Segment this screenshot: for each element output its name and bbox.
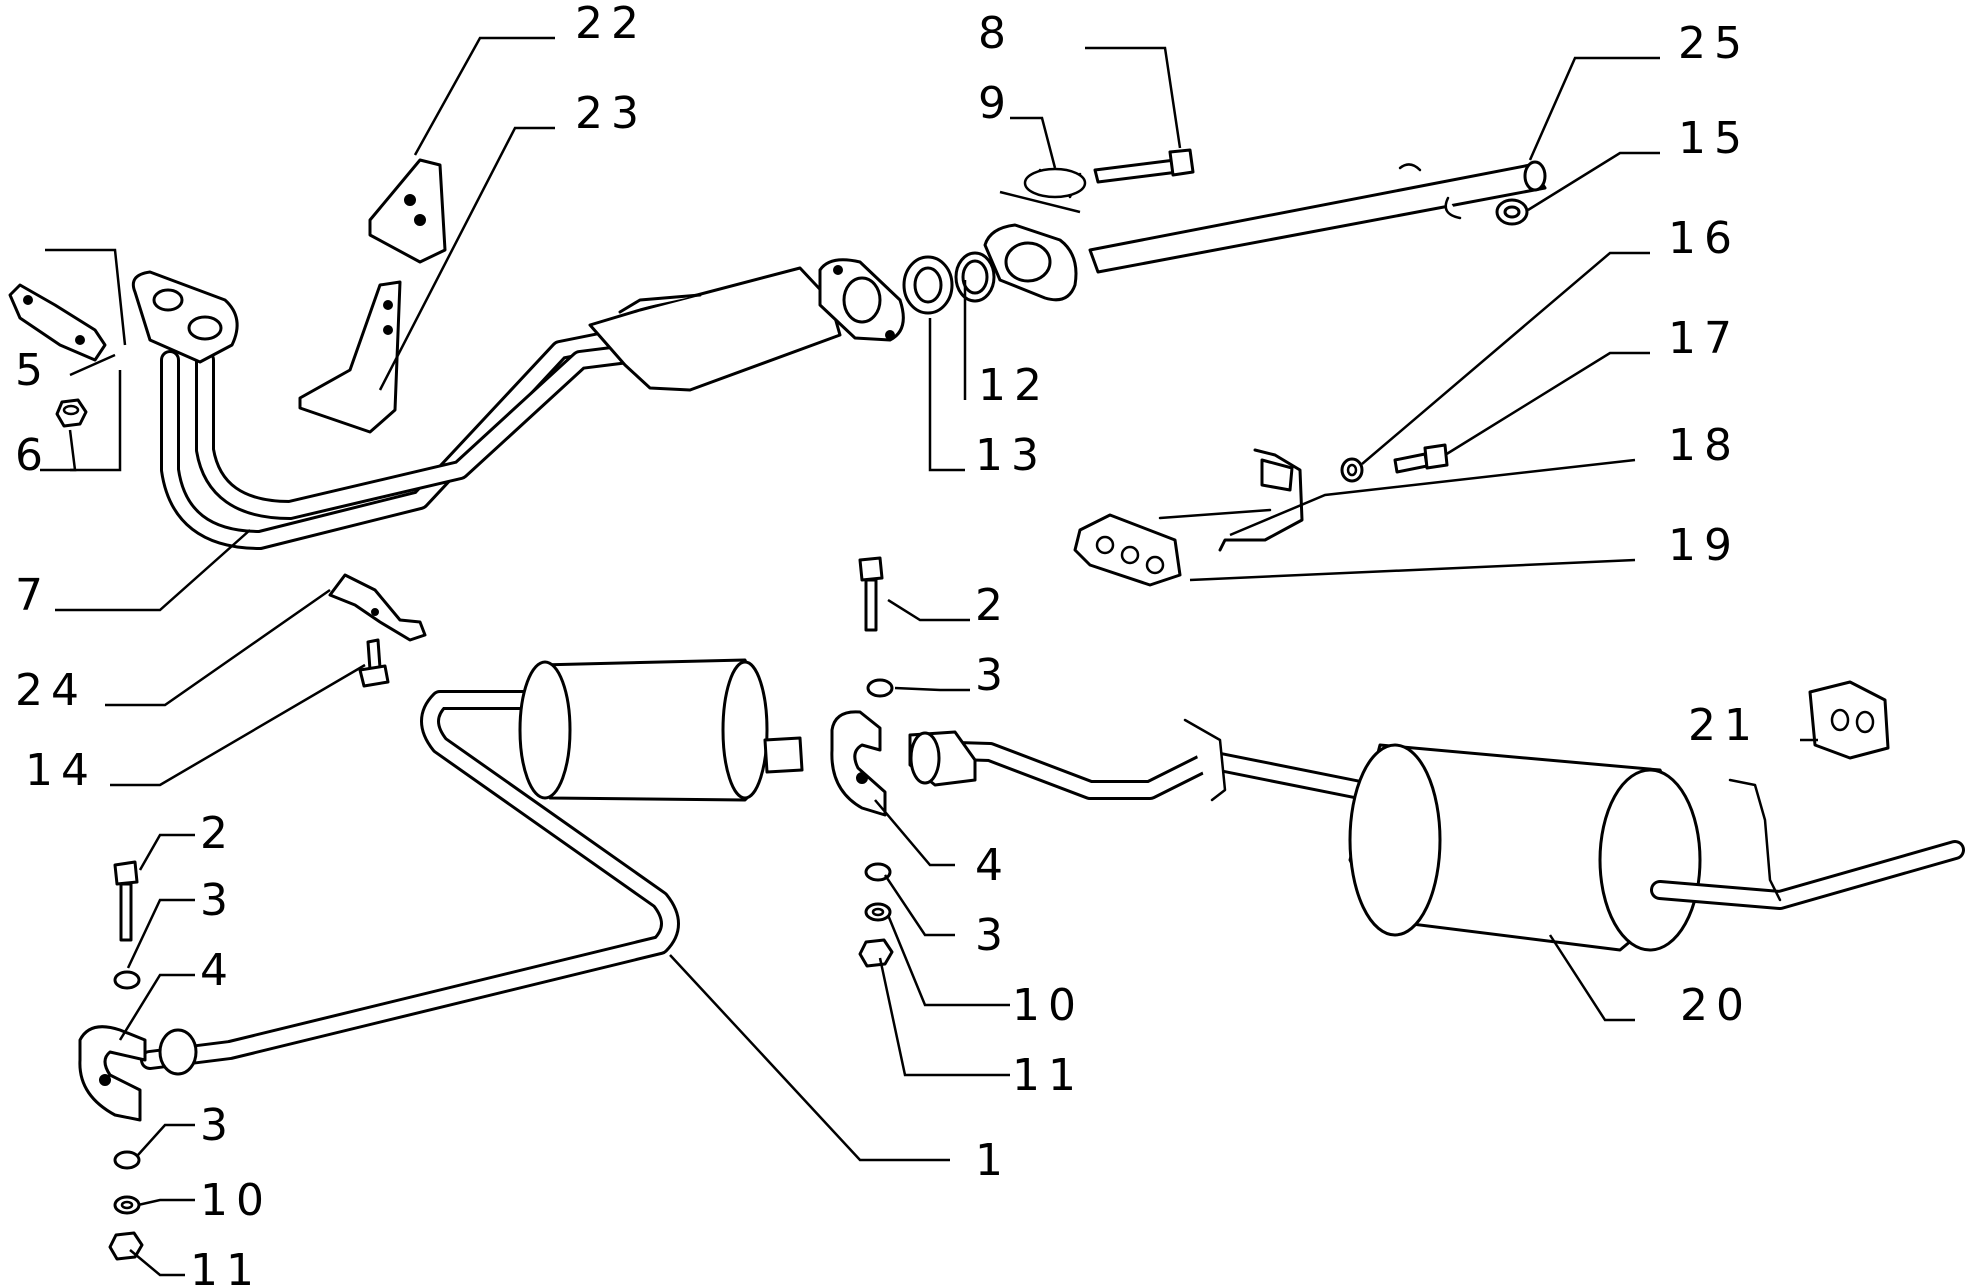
callout-14: 14 (25, 745, 97, 796)
callout-16: 16 (1668, 213, 1740, 264)
leader-lines (40, 36, 1818, 1277)
callout-10-upper: 10 (1012, 980, 1084, 1031)
bolt-14 (358, 638, 390, 688)
callout-8: 8 (978, 8, 1014, 59)
callout-5: 5 (15, 345, 51, 396)
callout-9: 9 (978, 78, 1014, 129)
bolt-2-lower (113, 860, 139, 942)
callout-19: 19 (1668, 520, 1740, 571)
lock-washer-10-b (113, 1195, 141, 1215)
bolt-17 (1393, 443, 1449, 474)
gasket-12 (954, 251, 996, 303)
washer-3-d (113, 1150, 141, 1170)
callout-1: 1 (975, 1135, 1011, 1186)
spring-9 (1023, 167, 1087, 199)
hanger-bracket-18 (1158, 448, 1304, 552)
callout-4-lower: 4 (200, 945, 236, 996)
bracket-22 (368, 158, 447, 264)
callout-20: 20 (1680, 980, 1752, 1031)
callout-7: 7 (15, 570, 51, 621)
callout-12: 12 (978, 360, 1050, 411)
callout-6: 6 (15, 430, 51, 481)
clamp-4-upper (830, 710, 887, 817)
callout-10-lower: 10 (200, 1175, 272, 1226)
bolt-2-upper (858, 556, 884, 632)
intermediate-pipe (983, 160, 1547, 302)
washer-3-c (113, 970, 141, 990)
front-exhaust-pipe (131, 258, 905, 550)
callout-11-upper: 11 (1012, 1050, 1084, 1101)
callout-3-upper: 3 (975, 650, 1011, 701)
clamp-4-lower (78, 1025, 147, 1122)
callout-2-upper: 2 (975, 580, 1011, 631)
callout-17: 17 (1668, 313, 1740, 364)
rubber-mount-19 (1073, 513, 1182, 587)
bolt-8 (1093, 148, 1195, 184)
rear-silencer (908, 718, 1965, 952)
bracket-23 (298, 280, 402, 434)
callout-21: 21 (1688, 700, 1760, 751)
callout-2-lower: 2 (200, 808, 236, 859)
bracket-5 (8, 283, 107, 362)
clamp-24 (328, 573, 427, 642)
callout-3-lower: 3 (200, 875, 236, 926)
washer-3-a (866, 678, 894, 698)
gasket-15 (1495, 198, 1529, 226)
callout-labels: 22 23 8 9 25 15 16 17 18 19 21 20 12 13 … (15, 0, 1760, 1286)
rubber-mount-21 (1808, 680, 1890, 760)
nut-6 (55, 398, 88, 428)
callout-24: 24 (15, 665, 87, 716)
gasket-13 (902, 255, 954, 315)
callout-18: 18 (1668, 420, 1740, 471)
callout-23: 23 (575, 88, 647, 139)
callout-15: 15 (1678, 113, 1750, 164)
callout-3-mid: 3 (975, 910, 1011, 961)
nut-11-a (858, 938, 894, 968)
callout-11-lower: 11 (190, 1245, 262, 1286)
washer-3-b (864, 862, 892, 882)
callout-22: 22 (575, 0, 647, 49)
lock-washer-10-a (864, 902, 892, 922)
callout-3-bottom: 3 (200, 1100, 236, 1151)
callout-4-upper: 4 (975, 840, 1011, 891)
callout-13: 13 (975, 430, 1047, 481)
callout-25: 25 (1678, 18, 1750, 69)
washer-16 (1340, 457, 1364, 483)
front-silencer (140, 658, 804, 1076)
